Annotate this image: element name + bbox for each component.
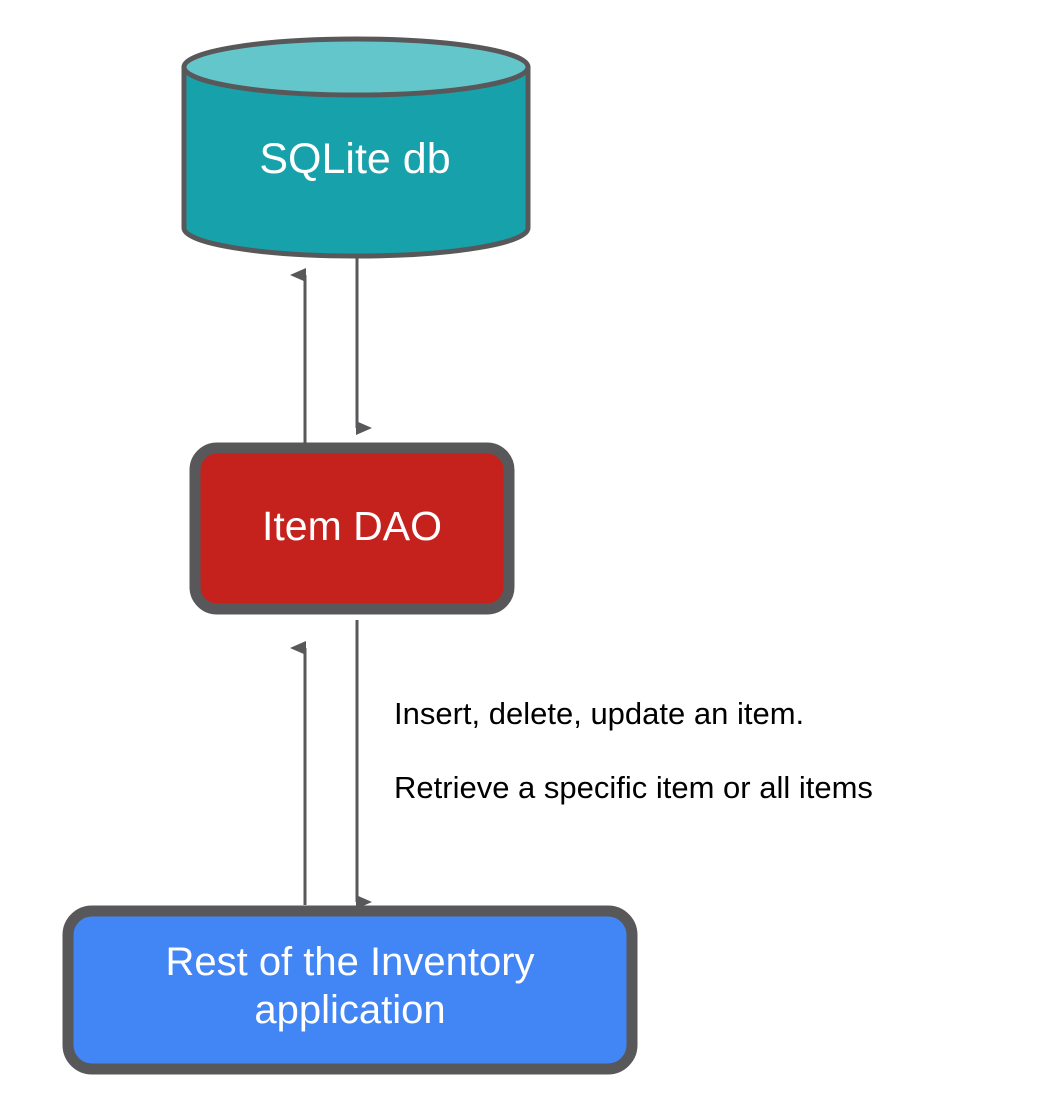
cylinder-top-face (181, 36, 531, 98)
edge-annotation-retrieve-items: Retrieve a specific item or all items (394, 770, 873, 805)
edge-annotation-insert-delete-update: Insert, delete, update an item. (394, 696, 805, 731)
inventory-app-box (62, 905, 638, 1075)
node-sqlite-db[interactable] (181, 36, 531, 259)
item-dao-box (189, 442, 515, 615)
node-item-dao[interactable] (189, 442, 515, 615)
cylinder-body (181, 64, 531, 259)
node-inventory-app[interactable] (62, 905, 638, 1075)
